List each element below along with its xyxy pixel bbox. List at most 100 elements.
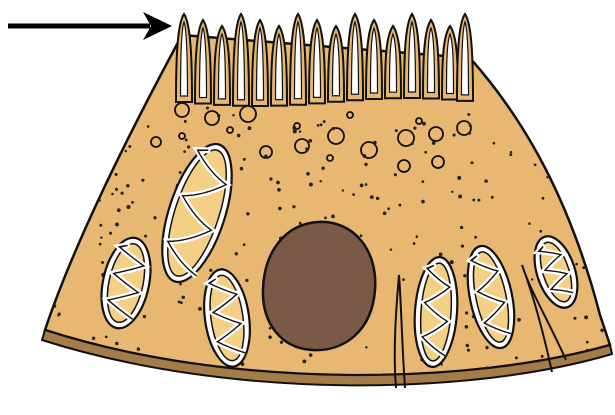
granule — [579, 192, 582, 195]
granule — [365, 346, 367, 348]
granule — [411, 142, 414, 145]
granule — [308, 139, 312, 143]
granule — [402, 278, 405, 281]
granule — [264, 154, 267, 157]
granule — [575, 263, 578, 266]
granule — [598, 273, 602, 277]
granule — [597, 231, 601, 235]
granule — [269, 177, 272, 180]
microvilli — [176, 14, 473, 106]
granule — [467, 349, 470, 352]
granule — [153, 216, 156, 219]
granule — [280, 341, 283, 344]
granule — [101, 261, 104, 264]
granule — [424, 151, 427, 154]
granule — [53, 216, 56, 219]
granule — [352, 193, 355, 196]
granule — [143, 315, 146, 318]
granule — [422, 180, 425, 183]
granule — [548, 134, 551, 137]
granule — [299, 130, 301, 132]
granule — [245, 279, 248, 282]
granule — [50, 363, 53, 366]
granule — [306, 172, 310, 176]
granule — [556, 137, 560, 141]
granule — [422, 122, 426, 126]
granule — [450, 260, 454, 264]
granule — [187, 145, 190, 148]
granule — [539, 230, 542, 233]
granule — [217, 114, 220, 117]
granule — [323, 120, 326, 123]
granule — [147, 125, 150, 128]
granule — [458, 195, 462, 199]
granule — [582, 223, 585, 226]
granule — [184, 120, 187, 123]
granule — [559, 132, 562, 135]
granule — [128, 145, 131, 148]
granule — [126, 184, 129, 187]
granule — [332, 127, 335, 130]
granule — [137, 347, 140, 350]
granule — [565, 115, 569, 119]
granule — [97, 186, 100, 189]
granule — [240, 167, 244, 171]
granule — [342, 189, 344, 191]
granule — [365, 183, 368, 186]
granule — [115, 222, 119, 226]
granule — [178, 300, 181, 303]
granule — [324, 217, 327, 220]
granule — [105, 336, 108, 339]
granule — [586, 341, 589, 344]
granule — [451, 191, 453, 193]
granule — [49, 234, 52, 237]
granule — [292, 205, 295, 208]
granule — [232, 114, 235, 117]
granule — [370, 195, 374, 199]
granule — [477, 199, 480, 202]
granule — [309, 183, 313, 187]
granule — [62, 191, 65, 194]
granule — [390, 248, 392, 250]
granule — [276, 181, 280, 185]
granule — [277, 188, 281, 192]
granule — [94, 112, 97, 115]
granule — [493, 142, 496, 145]
granule — [360, 184, 364, 188]
granule — [413, 242, 416, 245]
granule — [92, 337, 95, 340]
granule — [360, 234, 363, 237]
granule — [96, 162, 99, 165]
granule — [292, 126, 296, 130]
granule — [65, 247, 68, 250]
granule — [453, 133, 456, 136]
granule — [484, 179, 487, 182]
granule — [413, 127, 416, 130]
granule — [466, 344, 470, 348]
granule — [198, 307, 202, 311]
granule — [99, 243, 102, 246]
granule — [127, 205, 131, 209]
granule — [117, 208, 121, 212]
granule — [144, 235, 147, 238]
granule — [115, 188, 118, 191]
granule — [432, 141, 436, 145]
granule — [461, 244, 464, 247]
granule — [363, 154, 367, 158]
granule — [472, 198, 475, 201]
granule — [95, 125, 98, 128]
granule — [51, 269, 54, 272]
granule — [99, 224, 102, 227]
granule — [320, 123, 323, 126]
granule — [387, 207, 390, 210]
granule — [596, 223, 599, 226]
granule — [269, 327, 272, 330]
granule — [115, 173, 118, 176]
granule — [467, 113, 470, 116]
granule — [181, 296, 184, 299]
granule — [364, 163, 367, 166]
granule — [546, 176, 548, 178]
granule — [542, 197, 545, 200]
granule — [52, 201, 55, 204]
